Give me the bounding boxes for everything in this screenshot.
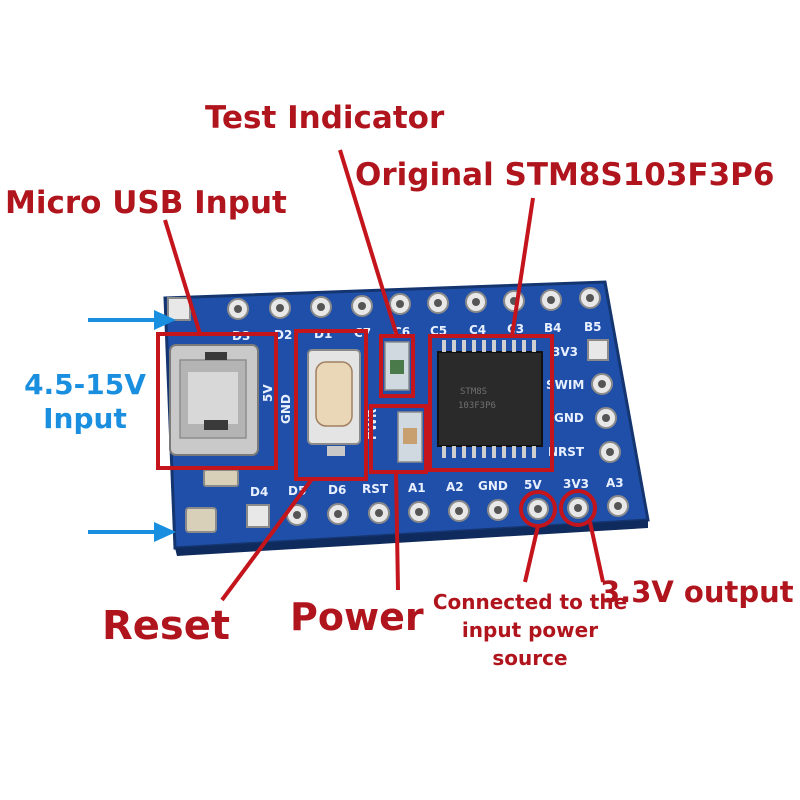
pin-label: A1 — [408, 481, 426, 495]
usb-leader — [163, 219, 202, 335]
chip-highlight-box — [428, 334, 554, 472]
pin-label: 3V3 — [552, 345, 578, 359]
silk-label: GND — [279, 394, 293, 424]
reset-label: Reset — [102, 603, 230, 649]
pin-label: C4 — [469, 323, 486, 337]
input-arrows — [88, 310, 176, 542]
led-indicators — [384, 341, 423, 463]
top-pin-pads — [167, 287, 601, 321]
chip-leader — [510, 197, 535, 337]
pin-label: D2 — [274, 328, 292, 342]
stm8-chip: STM8S 103F3P6 — [437, 340, 543, 458]
highlight-boxes — [156, 329, 597, 528]
solder-pad — [203, 469, 239, 487]
pin-label: B4 — [544, 321, 562, 335]
voltage-range-text: 4.5-15V — [24, 368, 146, 401]
pin-label: D6 — [328, 483, 346, 497]
usb-highlight-box — [156, 332, 278, 470]
pin-label: SWIM — [546, 378, 584, 392]
side-pin-labels: 3V3 SWIM GND NRST — [546, 345, 585, 459]
power-led-highlight-box — [369, 404, 428, 474]
pin-label: RST — [362, 482, 389, 496]
reset-leader — [220, 477, 314, 602]
output-33v-label: 3.3V output — [600, 575, 794, 609]
test-leader — [338, 149, 399, 337]
leader-lines — [163, 149, 605, 602]
voltage-input-label: 4.5-15V Input — [5, 368, 165, 436]
chip-label: Original STM8S103F3P6 — [355, 157, 775, 193]
connected-note-label: Connected to the input power source — [432, 590, 628, 670]
pin-label: D4 — [250, 485, 268, 499]
pin-label: B5 — [584, 320, 602, 334]
pin-label: NRST — [548, 445, 585, 459]
power-leader — [394, 471, 400, 591]
pin-label: 3V3 — [563, 477, 589, 491]
chip-marking-1: STM8S — [460, 387, 487, 397]
pin-label: GND — [554, 411, 584, 425]
input-text: Input — [43, 402, 127, 435]
test-indicator-label: Test Indicator — [205, 100, 445, 136]
solder-pad — [185, 507, 217, 533]
3v3-pin-highlight — [559, 489, 597, 527]
power-label: Power — [290, 595, 424, 639]
3v3-leader — [588, 521, 605, 583]
arrow-right-icon — [88, 310, 176, 330]
bottom-pin-pads — [246, 495, 629, 528]
pin-label: 5V — [524, 478, 542, 492]
silk-label: 5V — [261, 384, 275, 402]
reset-highlight-box — [294, 329, 368, 481]
pin-label: A2 — [446, 480, 464, 494]
pin-label: GND — [478, 479, 508, 493]
micro-usb-label: Micro USB Input — [5, 185, 287, 221]
chip-marking-2: 103F3P6 — [458, 401, 496, 411]
side-pin-pads — [587, 339, 621, 463]
micro-usb-connector — [169, 344, 259, 456]
reset-button-illustration — [307, 349, 361, 456]
5v-leader — [523, 525, 540, 583]
pin-label: A3 — [606, 476, 624, 490]
arrow-right-icon — [88, 522, 176, 542]
